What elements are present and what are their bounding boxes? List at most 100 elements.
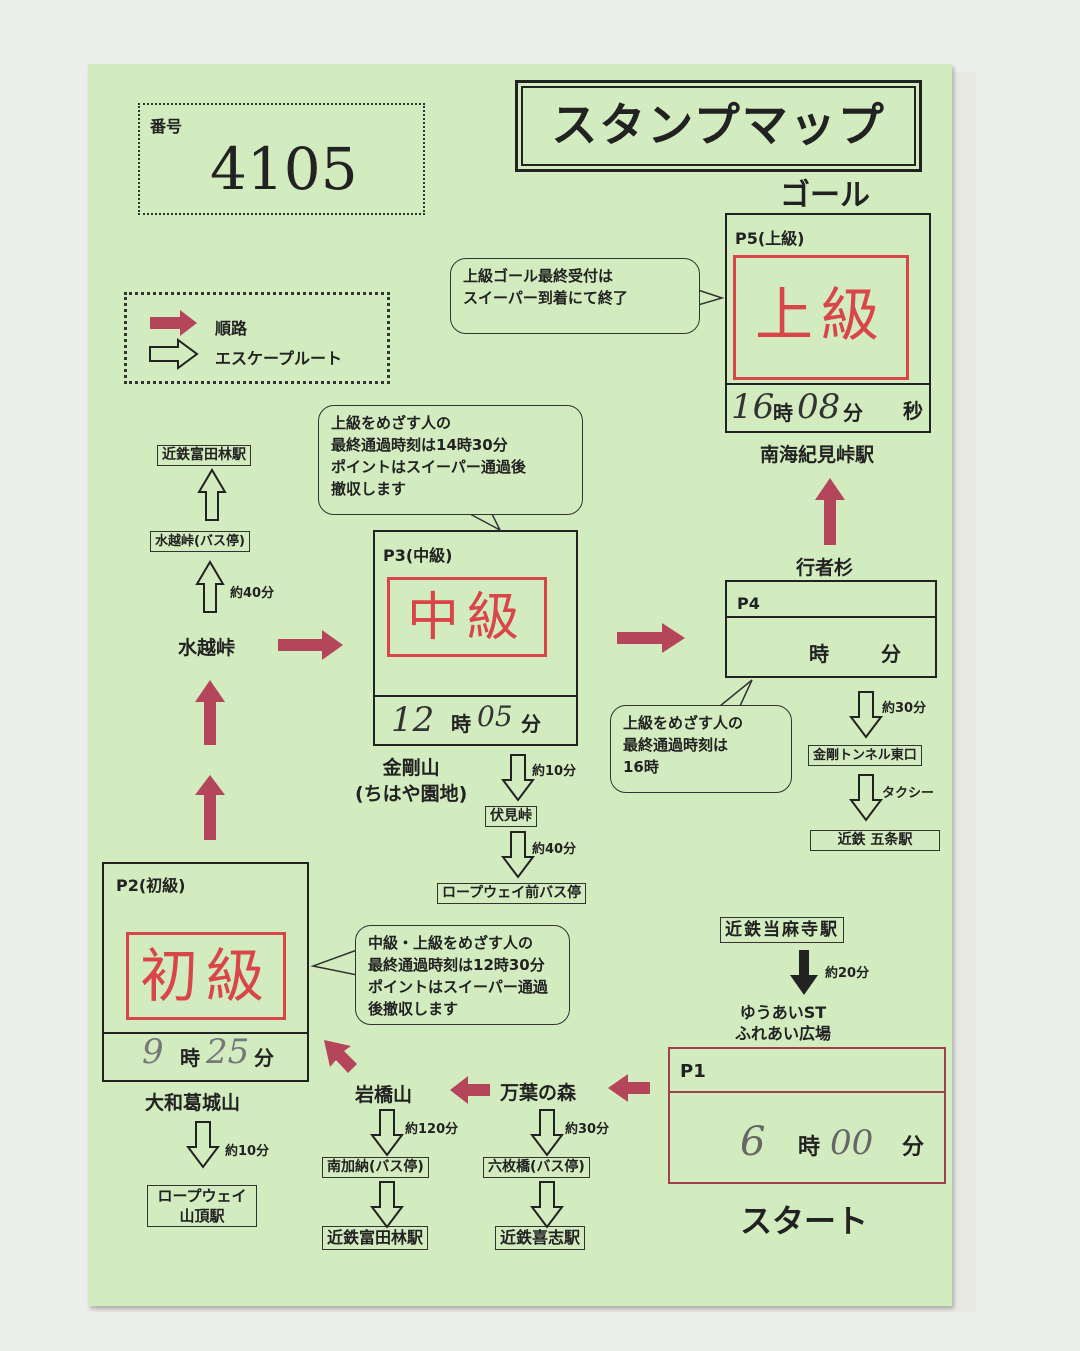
route-arrow-left-1 <box>608 1074 650 1102</box>
p2-stamp: 初級 <box>126 932 286 1020</box>
legend-escape-arrow-icon <box>149 338 199 370</box>
p4-checkpoint-box: P4 時 分 <box>725 580 937 678</box>
p5-second-label: 秒 <box>903 399 923 423</box>
p3-header: P3(中級) <box>383 546 453 565</box>
kongo-stop-2: ロープウェイ前バス停 <box>437 883 587 904</box>
p2-note-bubble: 中級・上級をめざす人の 最終通過時刻は12時30分 ポイントはスイーパー通過 後… <box>355 925 570 1025</box>
mizukoshi-arrow-up-2 <box>198 469 226 521</box>
manyo-arrow-down-1 <box>531 1109 563 1156</box>
p1-header: P1 <box>680 1061 706 1082</box>
p5-note-bubble: 上級ゴール最終受付は スイーパー到着にて終了 <box>450 258 700 334</box>
kongo-time-2: 約40分 <box>532 842 577 857</box>
p2-checkpoint-box: P2(初級) 初級 9 時 25 分 <box>102 862 309 1082</box>
p4-arrow-down-2 <box>850 774 882 821</box>
p4-escape-time-1: 約30分 <box>882 701 927 716</box>
route-arrow-up-1 <box>195 775 225 840</box>
kongo-arrow-down-1 <box>502 754 534 801</box>
p1-checkpoint-box: P1 6 時 00 分 <box>668 1047 946 1184</box>
katsuragi-arrow-down <box>187 1121 219 1168</box>
p2-bubble-tail <box>310 948 358 976</box>
route-arrow-right-2 <box>617 623 685 653</box>
p5-hour: 16 <box>731 387 775 427</box>
p3-stamp: 中級 <box>387 577 547 657</box>
p5-station: 南海紀見峠駅 <box>760 444 875 466</box>
iwahashi-arrow-down-1 <box>371 1109 403 1156</box>
p3-bubble-tail <box>469 513 502 532</box>
start-station: 近鉄当麻寺駅 <box>720 917 844 943</box>
manyo-time: 約30分 <box>565 1122 610 1137</box>
katsuragi-time: 約10分 <box>225 1144 270 1159</box>
p2-minute: 25 <box>206 1032 250 1072</box>
route-arrow-up-3 <box>815 478 845 545</box>
goal-label: ゴール <box>780 178 870 213</box>
p4-note-bubble: 上級をめざす人の 最終通過時刻は 16時 <box>610 705 792 793</box>
p4-minute-label: 分 <box>881 642 901 666</box>
katsuragi-station: ロープウェイ 山頂駅 <box>147 1185 257 1227</box>
p3-place: 金剛山 (ちはや園地) <box>355 757 468 805</box>
p2-place: 大和葛城山 <box>145 1092 241 1114</box>
iwahashi-busstop: 南加納(バス停) <box>322 1157 429 1178</box>
p4-escape-stop-1: 金剛トンネル東口 <box>808 745 922 766</box>
p4-place: 行者杉 <box>796 557 854 579</box>
p5-minute: 08 <box>797 387 841 427</box>
manyo-place: 万葉の森 <box>500 1082 577 1104</box>
p2-divider <box>104 1032 307 1034</box>
manyo-station: 近鉄喜志駅 <box>495 1226 586 1250</box>
p1-hour-label: 時 <box>798 1135 821 1160</box>
p3-checkpoint-box: P3(中級) 中級 12 時 05 分 <box>373 530 578 746</box>
manyo-arrow-down-2 <box>531 1181 563 1228</box>
p3-hour-label: 時 <box>451 712 471 736</box>
legend: 順路 エスケープルート <box>124 292 390 384</box>
kongo-arrow-down-2 <box>502 831 534 878</box>
p3-note-bubble: 上級をめざす人の 最終通過時刻は14時30分 ポイントはスイーパー通過後 撤収し… <box>318 405 583 515</box>
title-box: スタンプマップ <box>515 80 922 172</box>
kongo-time-1: 約10分 <box>532 764 577 779</box>
p3-hour: 12 <box>391 700 435 740</box>
p4-escape-time-2: タクシー <box>882 786 935 801</box>
start-arrow-down <box>790 950 818 995</box>
manyo-busstop: 六枚橋(バス停) <box>483 1157 590 1178</box>
p5-header: P5(上級) <box>735 229 805 248</box>
start-time: 約20分 <box>825 966 870 981</box>
p5-divider <box>727 383 929 385</box>
p5-hour-label: 時 <box>773 401 793 425</box>
route-arrow-right-1 <box>278 630 343 660</box>
mizukoshi-arrow-up-1 <box>196 561 224 613</box>
kongo-stop-1: 伏見峠 <box>485 806 537 827</box>
p5-stamp: 上級 <box>733 255 909 380</box>
p1-minute-label: 分 <box>902 1135 925 1160</box>
p2-hour-label: 時 <box>180 1046 200 1070</box>
iwahashi-arrow-down-2 <box>371 1181 403 1228</box>
mizukoshi-busstop: 水越峠(バス停) <box>150 531 250 552</box>
p1-minute: 00 <box>830 1123 874 1163</box>
p4-arrow-down-1 <box>850 691 882 738</box>
p3-minute-label: 分 <box>521 712 541 736</box>
route-arrow-diag <box>324 1040 357 1073</box>
legend-escape-label: エスケープルート <box>215 349 343 368</box>
mizukoshi-station: 近鉄富田林駅 <box>157 445 251 466</box>
p2-hour: 9 <box>142 1032 164 1072</box>
p4-header: P4 <box>737 594 760 613</box>
p4-escape-station: 近鉄 五条駅 <box>810 830 940 851</box>
number-value: 4105 <box>210 135 358 203</box>
p1-hour: 6 <box>740 1119 766 1165</box>
p4-bubble-tail <box>717 679 753 707</box>
page-title: スタンプマップ <box>551 98 886 152</box>
p4-hour-label: 時 <box>809 642 829 666</box>
route-arrow-left-2 <box>450 1076 490 1104</box>
iwahashi-time: 約120分 <box>405 1122 459 1137</box>
mizukoshi-place: 水越峠 <box>178 637 236 659</box>
iwahashi-place: 岩橋山 <box>355 1084 413 1106</box>
start-label: スタート <box>740 1202 869 1240</box>
route-arrow-up-2 <box>195 680 225 745</box>
p1-divider <box>670 1091 944 1093</box>
p5-minute-label: 分 <box>843 401 863 425</box>
legend-route-arrow-icon <box>150 310 197 336</box>
number-box: 番号 4105 <box>138 103 425 215</box>
p3-divider <box>375 695 576 697</box>
p4-divider <box>727 616 935 618</box>
legend-route-label: 順路 <box>215 319 248 338</box>
iwahashi-station: 近鉄富田林駅 <box>322 1226 429 1250</box>
mizukoshi-time: 約40分 <box>230 586 275 601</box>
